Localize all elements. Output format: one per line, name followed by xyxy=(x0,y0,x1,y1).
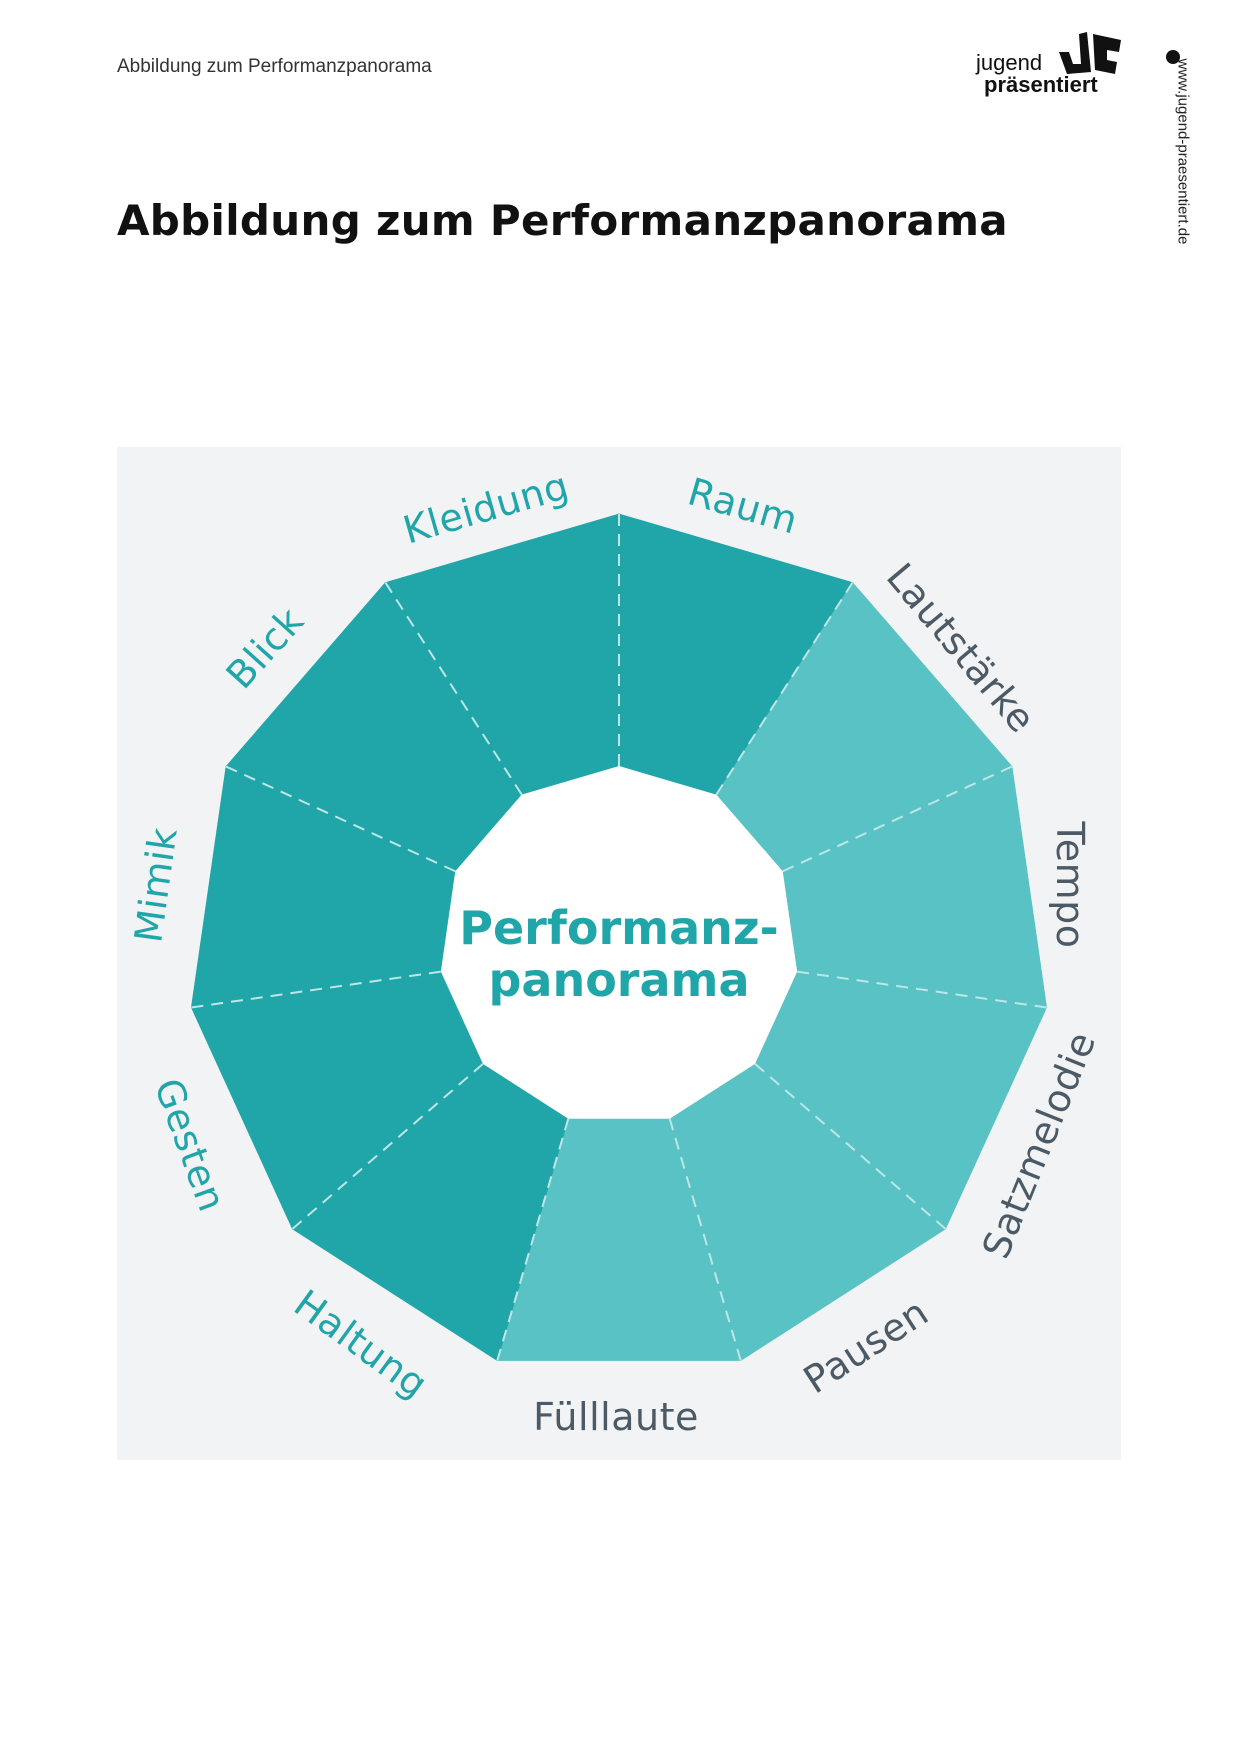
segment-divider xyxy=(496,1118,570,1361)
globe-icon xyxy=(1166,50,1180,64)
segment-divider xyxy=(715,582,854,796)
center-title: Performanz- panorama xyxy=(117,902,1121,1006)
segment-divider xyxy=(797,970,1047,1009)
segment-label-fuelllaute: Fülllaute xyxy=(533,1395,699,1439)
segment-divider xyxy=(191,970,441,1009)
segment-divider xyxy=(291,1063,484,1230)
center-hub xyxy=(440,766,798,1119)
running-head: Abbildung zum Performanzpanorama xyxy=(117,56,432,77)
segment-label-tempo: Tempo xyxy=(1048,821,1092,949)
segment-divider xyxy=(754,1063,947,1230)
segment-divider xyxy=(668,1118,742,1361)
performanzpanorama-diagram: Performanz- panorama Raum Lautstärke Tem… xyxy=(117,447,1121,1460)
logo-mark-icon xyxy=(1059,32,1121,74)
logo-text-praesentiert: präsentiert xyxy=(984,72,1098,97)
side-url-text: www.jugend-praesentiert.de xyxy=(1174,58,1192,245)
side-url: www.jugend-praesentiert.de xyxy=(1160,50,1192,280)
segment-divider xyxy=(384,582,523,796)
page-title: Abbildung zum Performanzpanorama xyxy=(117,196,1008,245)
segment-divider xyxy=(782,765,1013,873)
logo-text-jugend: jugend xyxy=(976,50,1043,75)
jugend-praesentiert-logo: jugend präsentiert xyxy=(972,28,1124,104)
segment-divider xyxy=(225,765,456,873)
center-title-line1: Performanz- xyxy=(459,901,779,955)
wheel-svg xyxy=(190,513,1048,1362)
center-title-line2: panorama xyxy=(488,953,750,1007)
